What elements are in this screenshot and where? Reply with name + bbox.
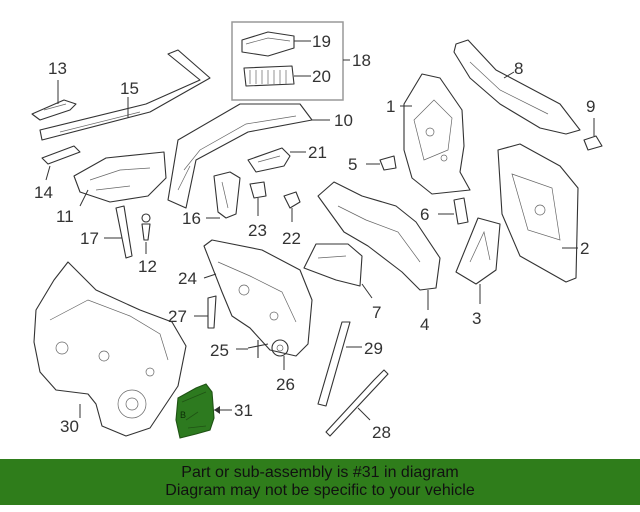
part-8-cowl [453,39,581,135]
callout-2: 2 [580,239,589,258]
part-28-strip [325,369,389,437]
callout-10: 10 [334,111,353,130]
callout-25: 25 [210,341,229,360]
part-21-bracket [247,147,291,173]
part-1-panel [403,73,471,195]
part-29-strip [317,321,351,407]
callout-19: 19 [312,32,331,51]
part-7-bracket [303,243,363,287]
callout-31: 31 [234,401,253,420]
callout-8: 8 [514,59,523,78]
part-31-highlighted[interactable]: B [175,383,215,439]
banner-line-2: Diagram may not be specific to your vehi… [165,482,475,499]
callout-24: 24 [178,269,197,288]
callout-26: 26 [276,375,295,394]
callout-1: 1 [386,97,395,116]
callout-22: 22 [282,229,301,248]
callout-27: 27 [168,307,187,326]
part-16-pillar [213,171,241,219]
part-15-rail [39,49,211,141]
callout-30: 30 [60,417,79,436]
info-banner: Part or sub-assembly is #31 in diagram D… [0,459,640,505]
callout-17: 17 [80,229,99,248]
part-23 [249,181,267,199]
part-24-dash-panel [203,239,313,357]
callout-23: 23 [248,221,267,240]
part-2-panel [497,143,579,283]
part-13-bracket [31,99,77,121]
callout-3: 3 [472,309,481,328]
callout-11: 11 [56,207,74,226]
part-3-bracket [455,217,501,285]
inset-box-18 [231,21,344,101]
callout-16: 16 [182,209,201,228]
part-14-bracket [41,145,81,165]
callout-4: 4 [420,315,429,334]
callout-5: 5 [348,155,357,174]
callout-14: 14 [34,183,53,202]
svg-text:B: B [180,410,186,420]
part-9-clip [583,135,603,151]
callout-6: 6 [420,205,429,224]
parts-diagram: 19 20 18 13 15 10 11 14 17 [31,21,603,442]
part-20-cabin-filter [243,65,295,87]
part-6-bracket [453,197,469,225]
callout-13: 13 [48,59,67,78]
callout-18: 18 [352,51,371,70]
part-27-strip [207,295,217,329]
part-26-grommet [271,339,289,357]
callout-28: 28 [372,423,391,442]
callout-9: 9 [586,97,595,116]
part-5-bracket [379,155,397,171]
banner-line-1: Part or sub-assembly is #31 in diagram [181,464,459,481]
callout-20: 20 [312,67,331,86]
callout-15: 15 [120,79,139,98]
part-25-fastener [247,340,269,358]
part-19-filter-cover [241,31,295,57]
part-4-rail [317,181,441,291]
part-17-strip [115,205,133,259]
callout-7: 7 [372,303,381,322]
callout-12: 12 [138,257,157,276]
part-11-panel [73,151,167,203]
callout-29: 29 [364,339,383,358]
part-22 [283,191,301,209]
callout-21: 21 [308,143,327,162]
part-12-clip [141,213,151,241]
part-30-firewall [33,261,187,437]
